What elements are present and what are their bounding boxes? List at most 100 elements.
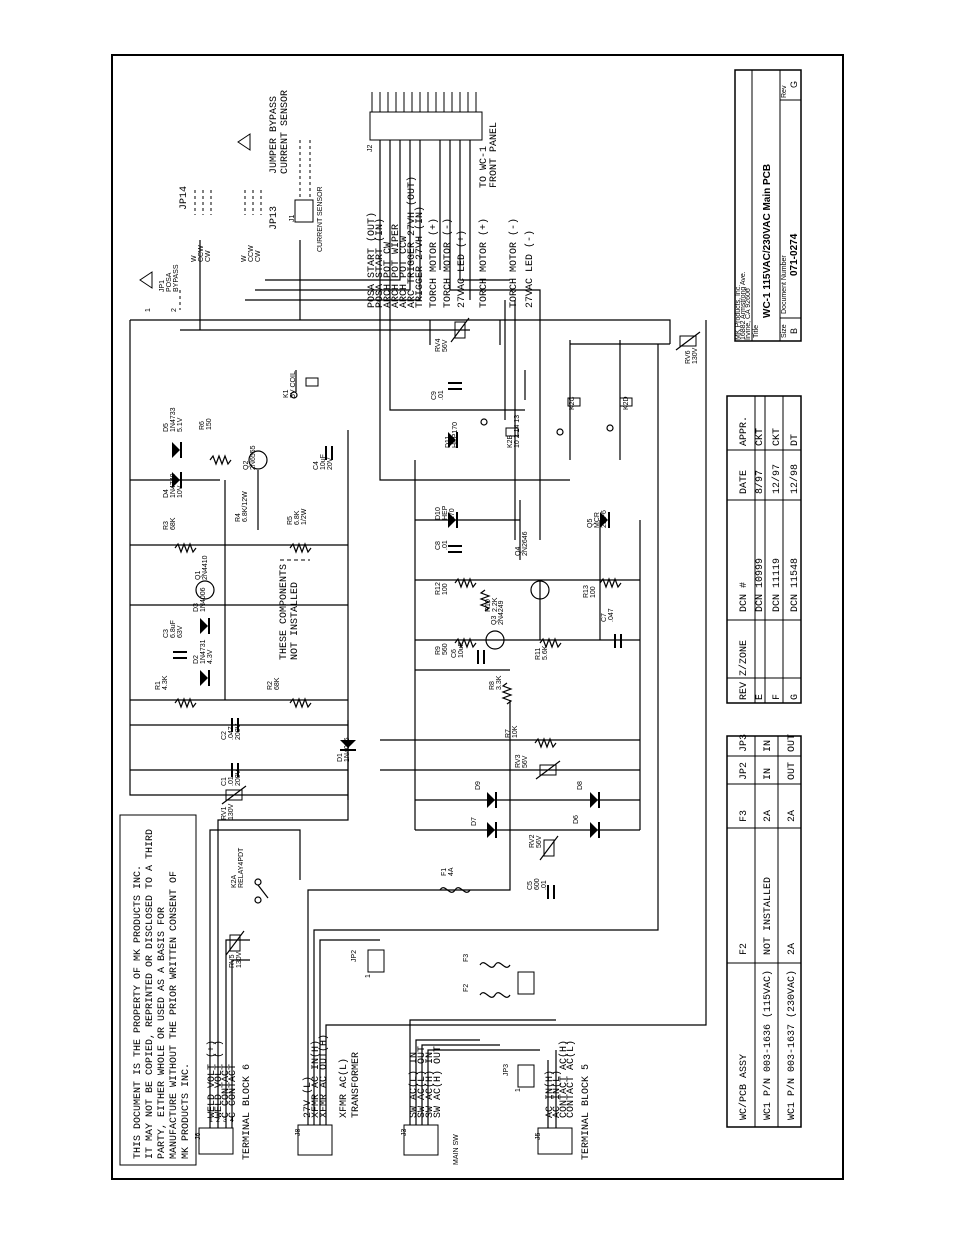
rv4-symbol (450, 317, 470, 343)
component-r11-value: 5.6K (542, 645, 549, 660)
d3-symbol (200, 618, 210, 634)
d8-symbol (590, 792, 600, 808)
rev-cell-2-2: DCN 11548 (790, 558, 801, 612)
title-block: MK Products, Inc. 16882 Armstrong Ave. I… (734, 69, 802, 342)
component-q2-ref: Q2 (243, 461, 250, 470)
component-d3-ref: D3 (193, 603, 200, 612)
j2-line-12: TORCH MOTOR (-) (508, 218, 520, 308)
component-r10-ref: R10 (485, 599, 492, 612)
fuse-header-3: JP2 (739, 762, 750, 780)
j2-dest-2: FRONT PANEL (489, 122, 500, 188)
j2-line-5: ARCH POT CCW (399, 236, 410, 308)
c4-symbol (325, 446, 333, 460)
fuse-cell-1-1: 2A (787, 943, 798, 955)
j3-title: MAIN SW (453, 1134, 460, 1165)
component-q1-value: 2N4410 (202, 555, 209, 580)
rev-cell-1-3: 12/97 (771, 464, 783, 494)
component-c4-value: 10uF (320, 454, 327, 470)
component-r4-ref: R4 (235, 513, 242, 522)
component-d2-rating: 4.3V (207, 649, 214, 664)
component-c7-ref: C7 (601, 613, 608, 622)
f2-symbol (479, 992, 511, 998)
rev-header-0: REV (739, 682, 750, 700)
k1-symbol (290, 370, 319, 399)
component-c4-ref: C4 (313, 461, 320, 470)
component-c8: C8.01 (435, 540, 449, 550)
component-d9-ref: D9 (475, 781, 482, 790)
r12-symbol (454, 577, 477, 589)
fuse-cell-0-3: IN (763, 768, 774, 780)
d5-symbol (172, 442, 182, 458)
jp2-pin: 1 (365, 974, 372, 978)
rev-cell-0-0: E (755, 694, 766, 700)
component-d11-ref: D11 (445, 436, 452, 448)
component-rv6-value: 130V (692, 347, 699, 364)
fuse-header-1: F2 (739, 943, 750, 955)
jp1-triangle-icon (139, 271, 153, 289)
d7-symbol (487, 822, 497, 838)
j6-line-4: C CONTACT (228, 1064, 239, 1118)
fuse-cell-0-1: NOT INSTALLED (763, 877, 774, 955)
j6-line-2: WELD VOLT (-) (213, 1040, 225, 1118)
rv3-symbol (535, 760, 561, 780)
rv2-symbol (539, 835, 559, 861)
rev-header-2: DCN # (739, 582, 750, 612)
component-r8-ref: R8 (489, 681, 496, 690)
component-rv2-ref: RV2 (529, 834, 536, 848)
j6-pin-3: 3 (223, 1117, 227, 1124)
component-c5-value: 600 (534, 878, 541, 890)
r2-symbol (289, 697, 312, 709)
d9-symbol (487, 792, 497, 808)
jp13-ref: JP13 (269, 206, 280, 230)
component-r12-value: 100 (442, 583, 449, 595)
component-r6-ref: R6 (199, 421, 206, 430)
fuse-cell-0-2: 2A (763, 810, 774, 822)
fuse-header-0: WC/PCB ASSY (738, 1054, 750, 1120)
component-c7-value: .047 (608, 608, 615, 622)
fuse-cell-1-3: OUT (787, 762, 798, 780)
component-q4-value: 2N2646 (522, 531, 529, 556)
component-k2a-ref: K2A (231, 874, 238, 888)
q2-symbol (248, 450, 268, 470)
component-q2-value: 2N6555 (250, 445, 257, 470)
component-c3-rating: 63V (177, 625, 184, 638)
k2a-symbol (254, 878, 269, 904)
j2-line-13: 27VAC LED (-) (524, 230, 536, 308)
component-c8-value: .01 (442, 540, 449, 550)
connector-j5: J5 AC IN(H) AC IN(L) CONTACT AC(H) CONTA… (535, 1040, 592, 1160)
component-k1-value: 5V COIL (290, 371, 297, 398)
component-rv3-ref: RV3 (515, 754, 522, 768)
j8-line-3: XFMR AC OUT(H) (318, 1034, 330, 1118)
component-k1-ref: K1 (283, 389, 290, 398)
component-c9-ref: C9 (431, 391, 438, 400)
component-k2a-label: RELAY4PDT (238, 847, 245, 888)
rev-header-3: DATE (739, 470, 750, 494)
component-f2: F2 (463, 984, 470, 992)
component-r7-ref: R7 (505, 729, 512, 738)
component-c5-rating: .01 (541, 880, 548, 890)
rev-label: Rev (781, 85, 788, 98)
jp14-pin-ccw: CCW (198, 245, 205, 262)
j8-ref: J8 (295, 1129, 302, 1137)
component-c3-value: 6.8uF (170, 620, 177, 638)
j6-ref: J6 (195, 1133, 202, 1141)
component-k2b-ref: K2B (507, 434, 514, 448)
c1-symbol (231, 763, 239, 777)
